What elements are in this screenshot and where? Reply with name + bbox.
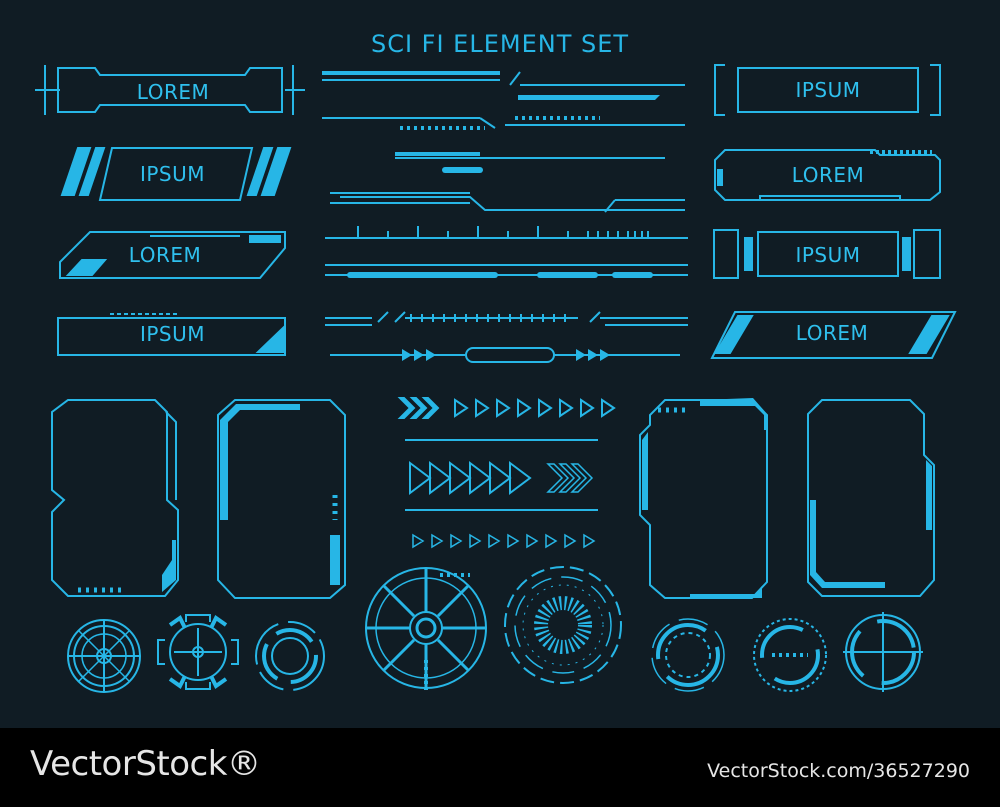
frame-left-2 (60, 147, 292, 201)
artwork-canvas: SCI FI ELEMENT SET LOREM IPSUM LOREM IPS… (35, 30, 957, 693)
hud-circle-4 (365, 567, 487, 690)
frame-right-3 (713, 229, 941, 279)
hud-circle-3 (255, 621, 325, 691)
frame-left-3 (59, 231, 286, 279)
line-divider-2 (322, 116, 685, 130)
line-divider-3 (395, 152, 665, 173)
label-right-1: IPSUM (795, 78, 861, 102)
label-right-3: IPSUM (795, 243, 861, 267)
frame-left-1 (35, 65, 305, 115)
hud-circle-7 (753, 618, 827, 692)
large-frame-3 (639, 398, 768, 599)
sci-fi-elements-illustration (35, 64, 957, 693)
frame-right-4 (710, 311, 957, 359)
frame-left-4 (57, 313, 286, 356)
line-divider-1 (322, 71, 685, 100)
hud-circle-6 (651, 618, 725, 692)
line-divider-6 (325, 311, 688, 326)
arrows-row-3 (412, 533, 596, 549)
large-frame-4 (807, 399, 935, 597)
frame-right-2 (714, 149, 941, 201)
label-left-4: IPSUM (139, 322, 206, 346)
page-title: SCI FI ELEMENT SET (370, 30, 630, 58)
large-frame-1 (51, 399, 179, 597)
image-id-text: VectorStock.com/36527290 (707, 760, 970, 782)
label-left-1: LOREM (136, 80, 210, 104)
arrows-row-1 (397, 397, 616, 441)
label-left-2: IPSUM (139, 162, 206, 186)
label-right-4: LOREM (795, 321, 869, 345)
hud-circle-8 (843, 612, 923, 692)
label-right-2: LOREM (791, 163, 865, 187)
vectorstock-logo: VectorStock® (30, 744, 261, 784)
hud-circle-2 (157, 614, 239, 690)
watermark-footer (0, 728, 1000, 807)
line-divider-4 (330, 192, 685, 213)
hud-circle-5 (504, 566, 622, 684)
line-divider-5 (325, 264, 688, 278)
line-divider-7 (330, 347, 680, 363)
hud-circle-1 (67, 619, 141, 693)
large-frame-2 (217, 399, 346, 599)
label-left-3: LOREM (128, 243, 202, 267)
frame-right-1 (714, 64, 941, 116)
arrows-row-2 (405, 461, 598, 511)
line-ruler (325, 226, 688, 239)
